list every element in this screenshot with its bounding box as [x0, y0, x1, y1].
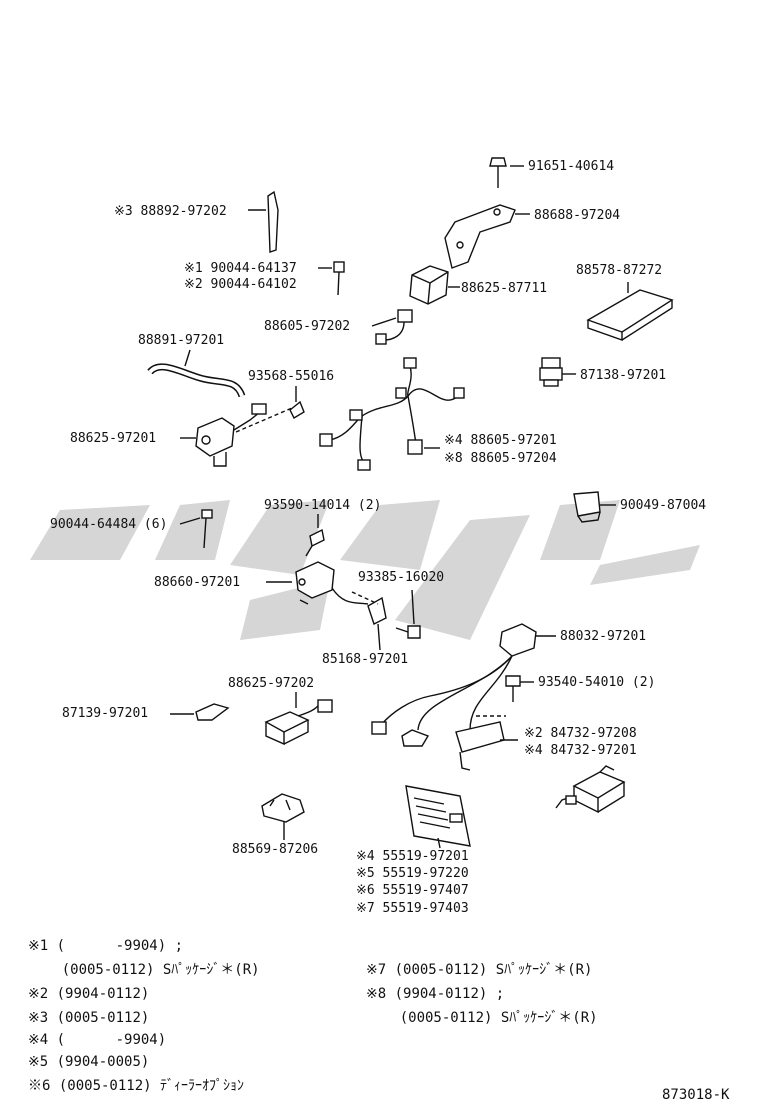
- knob-90049-icon: [573, 491, 616, 523]
- part-label-87139: 87139-97201: [62, 706, 149, 721]
- part-label-90044-64102: ※2 90044-64102: [184, 277, 297, 292]
- part-label-88032: 88032-97201: [560, 629, 647, 644]
- part-label-93568: 93568-55016: [248, 369, 335, 384]
- bracket-88688-icon: [444, 204, 530, 269]
- part-label-84732-97208: ※2 84732-97208: [524, 726, 637, 741]
- part-87139-icon: [170, 703, 230, 721]
- footnote-8a: ※8 (9904-0112) ;: [366, 986, 505, 1002]
- relay-88625-97201-icon: [180, 403, 293, 467]
- part-label-88891: 88891-97201: [138, 333, 225, 348]
- footnote-8b: (0005-0112) Sﾊﾟｯｹｰｼﾞ＊(R): [366, 1010, 598, 1026]
- bolt-93385-icon: [395, 589, 421, 639]
- part-label-55519-97407: ※6 55519-97407: [356, 883, 469, 898]
- part-label-88569: 88569-87206: [232, 842, 319, 857]
- diagram-code: 873018-K: [662, 1087, 730, 1103]
- part-label-93540: 93540-54010 (2): [538, 675, 656, 690]
- part-label-87138: 87138-97201: [580, 368, 667, 383]
- pad-88578-icon: [586, 282, 674, 341]
- part-label-88660: 88660-97201: [154, 575, 241, 590]
- part-label-88688: 88688-97204: [534, 208, 621, 223]
- bracket-88569-icon: [261, 793, 305, 840]
- footnote-3: ※3 (0005-0112): [28, 1010, 150, 1026]
- part-label-85168: 85168-97201: [322, 652, 409, 667]
- part-label-55519-97201: ※4 55519-97201: [356, 849, 469, 864]
- part-label-55519-97403: ※7 55519-97403: [356, 901, 469, 916]
- sensor-88660-icon: [266, 561, 369, 605]
- relay-88625-87711-icon: [409, 265, 460, 305]
- part-label-88605-97202: 88605-97202: [264, 319, 351, 334]
- clip-90044-64484-icon: [179, 509, 213, 549]
- part-label-93590: 93590-14014 (2): [264, 498, 382, 513]
- part-label-84732-97201: ※4 84732-97201: [524, 743, 637, 758]
- part-label-88625-97202: 88625-97202: [228, 676, 315, 691]
- footnote-4: ※4 ( -9904): [28, 1032, 167, 1048]
- label-sheet-55519-icon: [405, 785, 471, 849]
- screw-93568-icon: [289, 386, 305, 419]
- part-label-93385: 93385-16020: [358, 570, 445, 585]
- connector-84732-icon: [500, 739, 626, 814]
- part-label-88625-97201: 88625-97201: [70, 431, 157, 446]
- relay-88625-97202-icon: [264, 692, 333, 746]
- screw-93590-icon: [305, 514, 325, 557]
- part-label-88605-97204: ※8 88605-97204: [444, 451, 557, 466]
- harness-88032-icon: [371, 623, 556, 771]
- footnote-1b: (0005-0112) Sﾊﾟｯｹｰｼﾞ＊(R): [28, 962, 260, 978]
- footnote-6: ※6 (0005-0112) ﾃﾞｨｰﾗｰｵﾌﾟｼｮﾝ: [28, 1078, 245, 1094]
- clip-88892-icon: [248, 190, 279, 253]
- part-label-88892: ※3 88892-97202: [114, 204, 227, 219]
- connector-90044-icon: [318, 261, 345, 296]
- bracket-85168-icon: [351, 591, 387, 651]
- part-label-55519-97220: ※5 55519-97220: [356, 866, 469, 881]
- footnote-5: ※5 (9904-0005): [28, 1054, 150, 1070]
- part-label-90049: 90049-87004: [620, 498, 707, 513]
- screw-93540-icon: [505, 675, 534, 702]
- footnote-7: ※7 (0005-0112) Sﾊﾟｯｹｰｼﾞ＊(R): [366, 962, 593, 978]
- part-label-91651: 91651-40614: [528, 159, 615, 174]
- part-label-88605-97201: ※4 88605-97201: [444, 433, 557, 448]
- harness-88605-97201-icon: [319, 357, 465, 471]
- footnote-2: ※2 (9904-0112): [28, 986, 150, 1002]
- connector-88605-97202-icon: [371, 309, 413, 345]
- sensor-87138-icon: [539, 357, 576, 387]
- part-label-88625-87711: 88625-87711: [461, 281, 548, 296]
- footnote-1a: ※1 ( -9904) ;: [28, 938, 184, 954]
- part-drawings: [147, 157, 674, 849]
- part-label-88578: 88578-87272: [576, 263, 663, 278]
- hose-88891-icon: [147, 349, 246, 398]
- bolt-91651-icon: [489, 157, 524, 188]
- part-label-90044-64137: ※1 90044-64137: [184, 261, 297, 276]
- part-label-90044-64484: 90044-64484 (6): [50, 517, 168, 532]
